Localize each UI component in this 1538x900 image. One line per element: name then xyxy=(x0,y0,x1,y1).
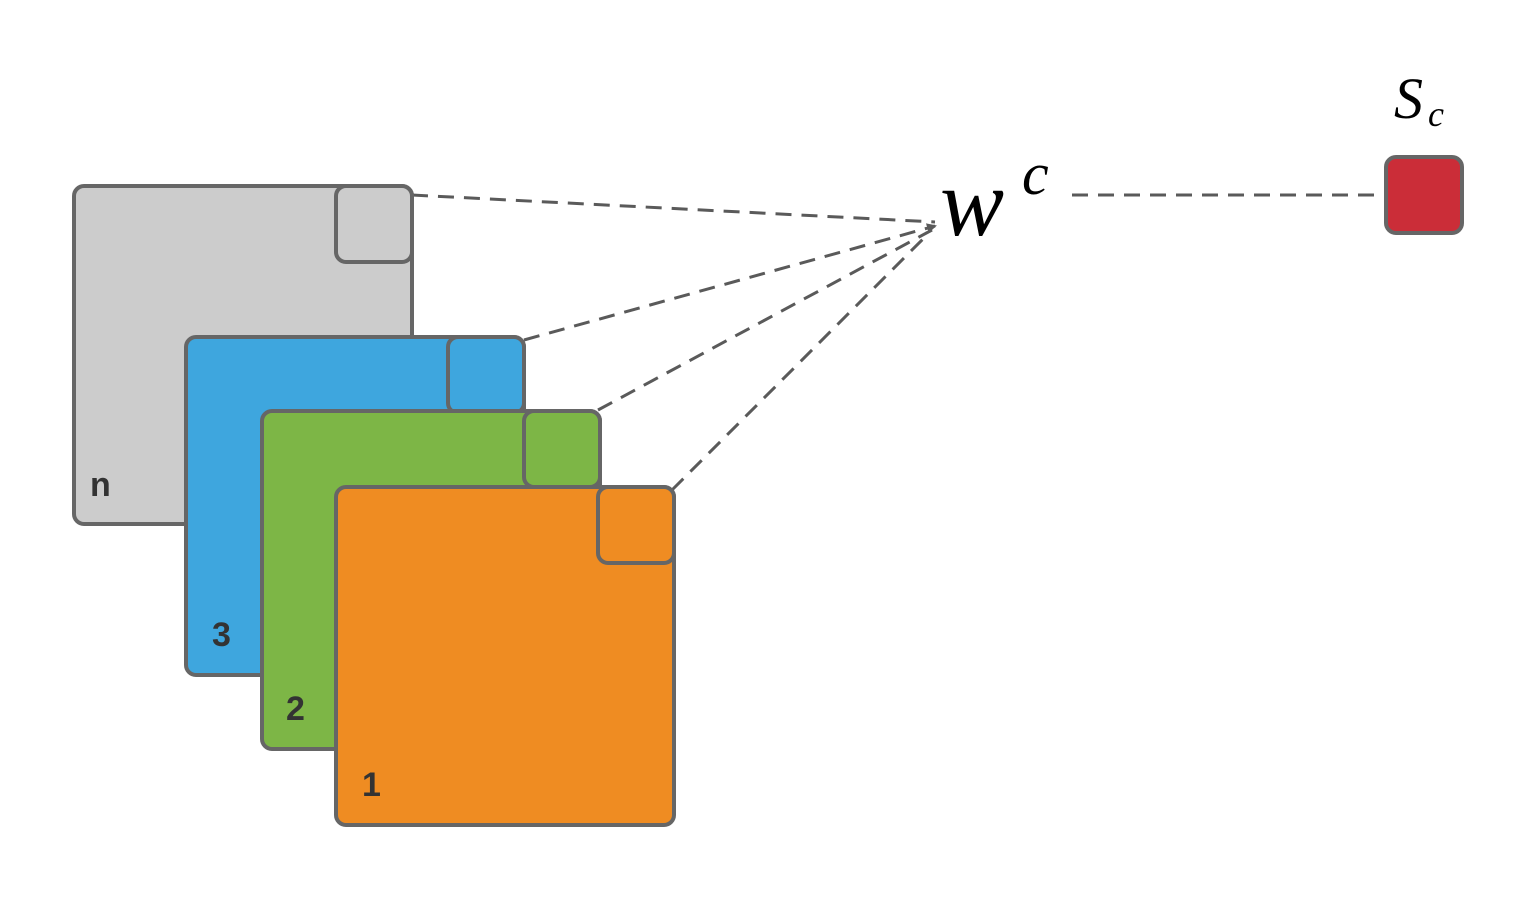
connector-layer-n xyxy=(411,193,936,224)
feature-map-2-corner-cell xyxy=(522,409,602,489)
output-square xyxy=(1384,155,1464,235)
connector-layer-1 xyxy=(670,232,930,492)
feature-map-1-corner-cell xyxy=(596,485,676,565)
weight-symbol-superscript: c xyxy=(1022,141,1049,207)
feature-map-1: 1 xyxy=(334,485,676,827)
feature-map-3-label: 3 xyxy=(212,616,231,654)
connector-layer-2 xyxy=(597,228,933,412)
output-symbol-base: S xyxy=(1394,66,1423,131)
feature-map-1-label: 1 xyxy=(362,766,381,804)
weight-symbol-base: w xyxy=(940,149,1004,256)
feature-map-3-corner-cell xyxy=(446,335,526,415)
feature-map-n-corner-cell xyxy=(334,184,414,264)
output-node: S c xyxy=(1384,66,1464,235)
output-symbol-subscript: c xyxy=(1428,94,1444,134)
feature-map-n-label: n xyxy=(90,466,111,504)
connector-layer-3 xyxy=(523,223,937,342)
weight-symbol: w c xyxy=(940,141,1049,256)
feature-map-2-label: 2 xyxy=(286,690,305,728)
feature-map-1-square xyxy=(334,485,676,827)
